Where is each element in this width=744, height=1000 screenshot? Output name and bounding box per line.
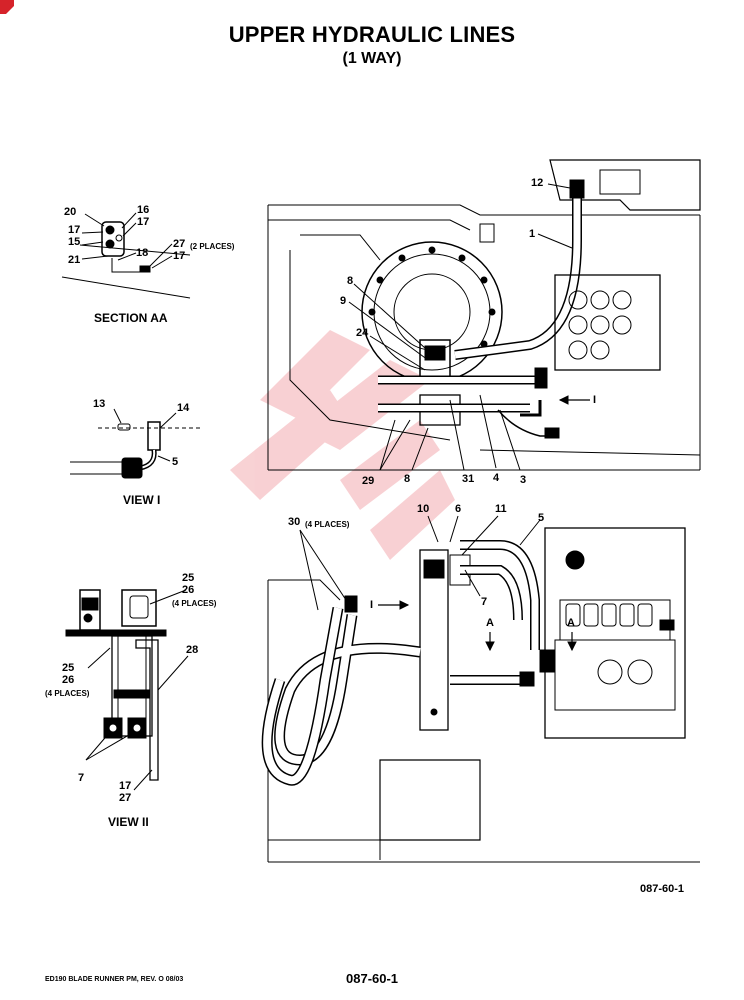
callout-24: 24 — [356, 327, 369, 339]
callout-18: 18 — [136, 247, 149, 259]
page-title: UPPER HYDRAULIC LINES — [228, 22, 516, 47]
section-aa-caption: SECTION AA — [94, 311, 168, 325]
view-i-arrow-label: I — [370, 599, 374, 611]
callout-16: 16 — [137, 204, 150, 216]
callout-8: 8 — [347, 275, 354, 287]
callout-5: 5 — [538, 512, 545, 524]
section-aa-detail — [61, 212, 191, 299]
lower-main-view — [261, 515, 700, 863]
callout-3: 3 — [520, 474, 527, 486]
upper-main-view — [267, 159, 701, 471]
callout-5: 5 — [172, 456, 179, 468]
callout-26: 26 — [62, 674, 75, 686]
callout-17: 17 — [137, 216, 150, 228]
callout-17: 17 — [173, 250, 186, 262]
callout-4: 4 — [493, 472, 500, 484]
callout-31: 31 — [462, 473, 475, 485]
callout-17: 17 — [68, 224, 81, 236]
callout-17: 17 — [119, 780, 132, 792]
callout-11: 11 — [495, 503, 507, 515]
document-reference: ED190 BLADE RUNNER PM, REV. O 08/03 — [45, 976, 184, 983]
callout-28: 28 — [186, 644, 199, 656]
section-a-arrow-label: A — [486, 617, 494, 629]
callout-4-places: (4 PLACES) — [45, 689, 90, 698]
callout-7: 7 — [78, 772, 85, 784]
callout-4-places: (4 PLACES) — [172, 599, 217, 608]
page-number: 087-60-1 — [346, 971, 399, 986]
callout-4-places: (4 PLACES) — [305, 520, 350, 529]
callout-20: 20 — [64, 206, 77, 218]
view-i-detail — [70, 408, 200, 479]
view-ii-caption: VIEW II — [108, 815, 149, 829]
callout-13: 13 — [93, 398, 106, 410]
callout-15: 15 — [68, 236, 81, 248]
section-a-arrow-label: A — [567, 617, 575, 629]
callout-27: 27 — [173, 238, 186, 250]
callout-27: 27 — [119, 792, 132, 804]
watermark-logo — [230, 330, 455, 560]
callout-2-places: (2 PLACES) — [190, 242, 235, 251]
corner-mark — [0, 0, 14, 14]
view-ii-detail — [65, 589, 189, 791]
callout-25: 25 — [62, 662, 75, 674]
view-i-arrow-label: I — [593, 394, 597, 406]
callout-10: 10 — [417, 503, 430, 515]
callout-30: 30 — [288, 516, 301, 528]
callout-1: 1 — [529, 228, 536, 240]
callout-26: 26 — [182, 584, 195, 596]
callout-29: 29 — [362, 475, 375, 487]
callout-8: 8 — [404, 473, 411, 485]
callout-25: 25 — [182, 572, 195, 584]
figure-id: 087-60-1 — [640, 883, 685, 895]
callout-14: 14 — [177, 402, 190, 414]
callout-12: 12 — [531, 177, 544, 189]
callout-6: 6 — [455, 503, 462, 515]
page-subtitle: (1 WAY) — [342, 50, 402, 67]
view-i-caption: VIEW I — [123, 493, 161, 507]
callout-21: 21 — [68, 254, 81, 266]
callout-9: 9 — [340, 295, 347, 307]
callout-7: 7 — [481, 596, 488, 608]
